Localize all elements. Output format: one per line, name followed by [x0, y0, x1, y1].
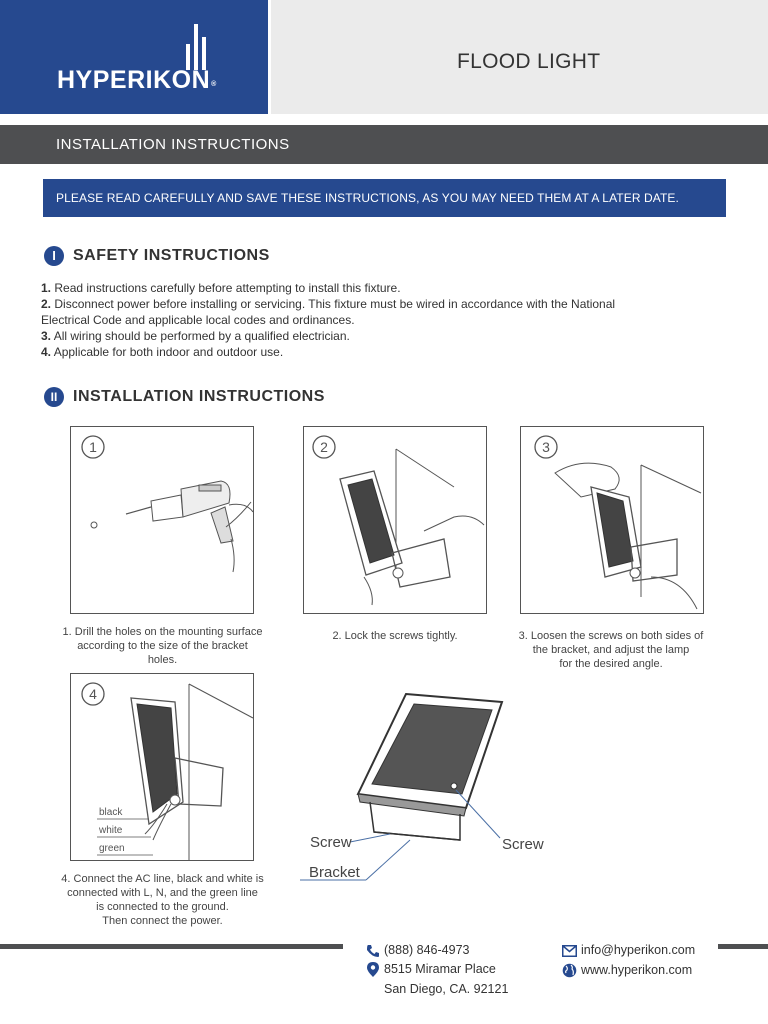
floodlight-bracket-diagram: [300, 692, 504, 881]
section-bar: [0, 125, 768, 164]
wiring-illustration: 4 black white green: [81, 682, 254, 860]
safety-list: 1. Read instructions carefully before at…: [41, 280, 661, 360]
phone-icon: [367, 945, 379, 957]
notice-banner: [43, 179, 726, 217]
step-1-panel: 1: [70, 426, 254, 614]
step-4-panel: 4 black white green: [70, 673, 254, 861]
brand-block: [0, 0, 268, 114]
title-block: [271, 0, 768, 114]
document-title: FLOOD LIGHT: [457, 50, 601, 73]
wire-label-green: green: [99, 843, 125, 854]
safety-item: 3. All wiring should be performed by a q…: [41, 329, 350, 343]
wire-label-white: white: [98, 825, 123, 836]
footer-address-line2: San Diego, CA. 92121: [384, 982, 509, 996]
wire-label-black: black: [99, 807, 123, 818]
step-number: 2: [320, 439, 328, 455]
footer-email[interactable]: info@hyperikon.com: [581, 943, 696, 957]
brand-name: HYPERIKON®: [57, 66, 217, 94]
step-number: 1: [89, 439, 97, 455]
screw-label-left: Screw: [310, 834, 352, 851]
safety-item: 1. Read instructions carefully before at…: [41, 281, 401, 295]
screw-label-right: Screw: [502, 836, 544, 853]
step-2-panel: 2: [303, 426, 487, 614]
section-numeral: II: [50, 390, 58, 404]
globe-icon: [562, 963, 577, 978]
safety-item: 4. Applicable for both indoor and outdoo…: [41, 345, 284, 359]
step-1-caption: 1. Drill the holes on the mounting surfa…: [62, 626, 263, 666]
step-2-caption: 2. Lock the screws tightly.: [332, 630, 458, 642]
safety-heading: SAFETY INSTRUCTIONS: [73, 247, 270, 264]
step-3-caption: 3. Loosen the screws on both sides of th…: [518, 630, 704, 670]
section-numeral-badge: II: [44, 387, 64, 407]
footer-address-line1: 8515 Miramar Place: [384, 962, 496, 976]
step-3-panel: 3: [520, 426, 704, 614]
bracket-label: Bracket: [309, 864, 360, 881]
map-pin-icon: [367, 962, 379, 977]
registered-mark: ®: [211, 81, 217, 88]
notice-text: PLEASE READ CAREFULLY AND SAVE THESE INS…: [56, 191, 679, 205]
adjust-angle-illustration: 3: [534, 435, 702, 610]
step-number: 3: [542, 439, 550, 455]
brand-logo-bars: [186, 24, 206, 70]
footer-phone[interactable]: (888) 846-4973: [384, 943, 470, 957]
envelope-icon: [562, 945, 577, 957]
footer-website[interactable]: www.hyperikon.com: [581, 963, 693, 977]
section-bar-title: INSTALLATION INSTRUCTIONS: [56, 136, 290, 153]
section-numeral: I: [52, 248, 56, 263]
installation-heading: INSTALLATION INSTRUCTIONS: [73, 388, 325, 405]
lock-screws-illustration: 2: [312, 435, 485, 606]
drill-illustration: 1: [81, 435, 254, 573]
step-number: 4: [89, 686, 97, 702]
footer-rule-right: [718, 944, 768, 949]
step-4-caption: 4. Connect the AC line, black and white …: [61, 873, 264, 927]
safety-item: 2. Disconnect power before installing or…: [41, 297, 616, 327]
footer-rule-left: [0, 944, 343, 949]
section-numeral-badge: I: [44, 246, 64, 266]
